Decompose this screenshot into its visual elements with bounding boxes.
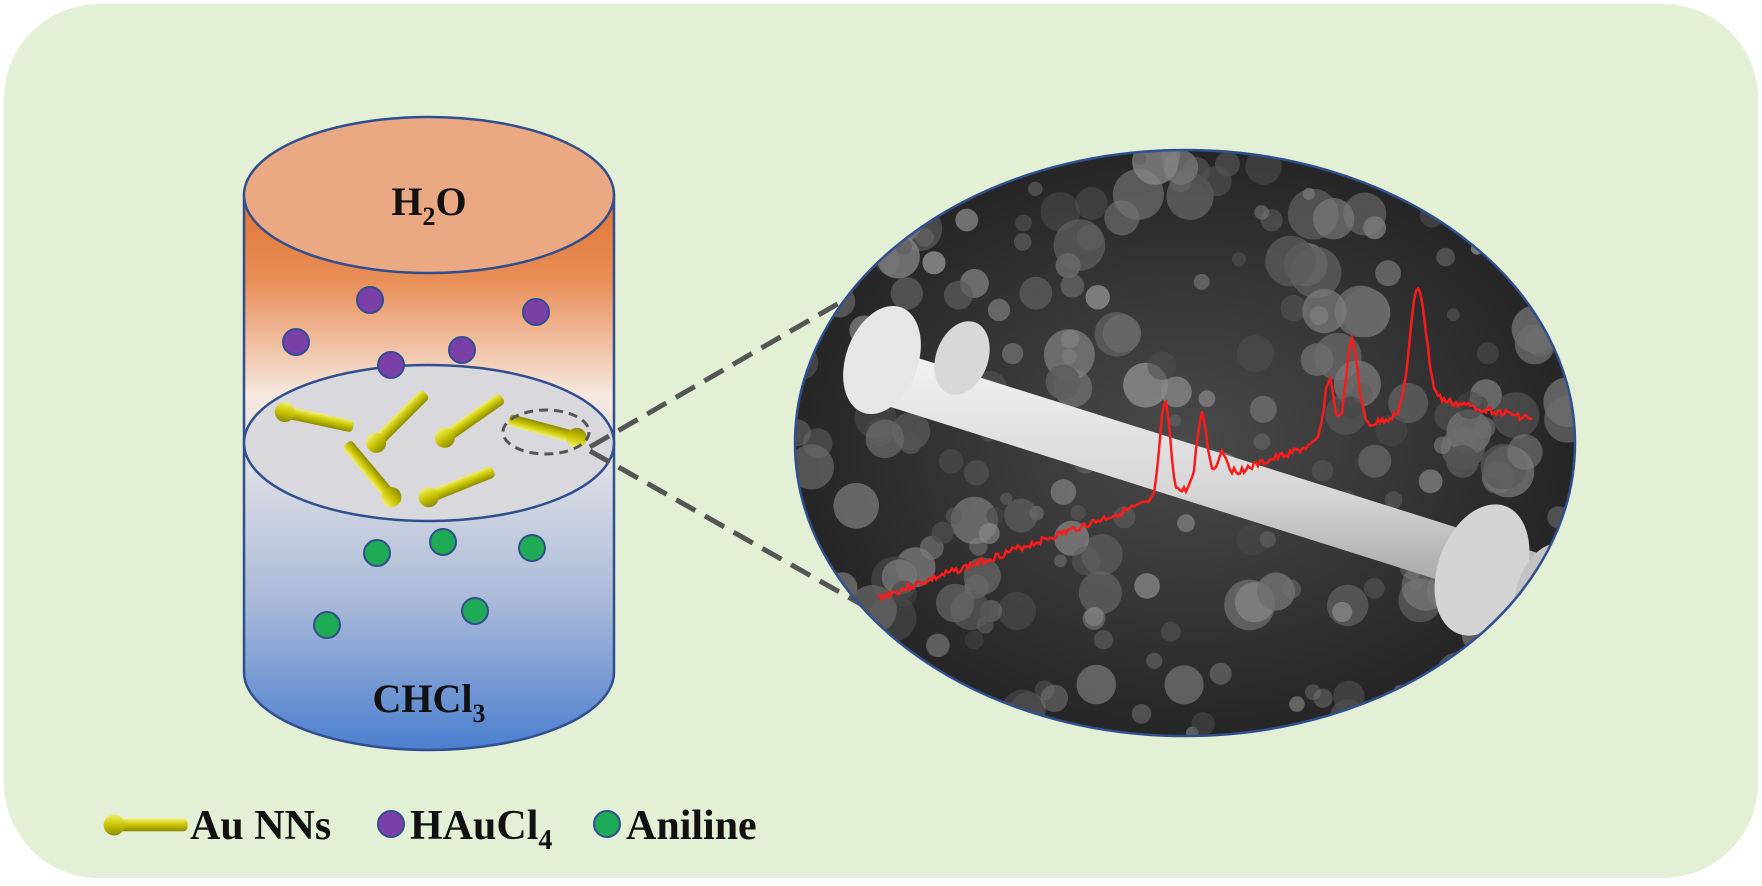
legend-label-aniline: Aniline <box>626 803 757 849</box>
zoom-line-upper <box>588 295 850 450</box>
zoom-line-lower <box>588 448 868 610</box>
haucl4-dot-icon <box>356 286 384 314</box>
aniline-dot-icon <box>313 611 341 639</box>
haucl4-particles <box>282 286 550 379</box>
zoom-selection-ellipse <box>501 408 591 456</box>
legend: Au NNs HAuCl4 Aniline <box>103 803 757 856</box>
chloroform-label: CHCl3 <box>373 676 486 728</box>
aniline-dot-icon <box>461 597 489 625</box>
haucl4-dot-icon <box>377 351 405 379</box>
water-surface <box>242 115 616 275</box>
haucl4-dot-icon <box>522 298 550 326</box>
aniline-dot-icon <box>363 539 391 567</box>
haucl4-dot-icon <box>377 810 405 838</box>
liquid-interface <box>242 363 616 523</box>
aniline-dot-icon <box>429 528 457 556</box>
aniline-dot-icon <box>593 810 621 838</box>
legend-item-aniline: Aniline <box>593 803 757 849</box>
haucl4-dot-icon <box>448 336 476 364</box>
aniline-particles <box>313 528 546 639</box>
haucl4-dot-icon <box>282 328 310 356</box>
water-label: H2O <box>391 179 466 231</box>
legend-label-au-nns: Au NNs <box>190 803 331 849</box>
aniline-dot-icon <box>518 534 546 562</box>
raman-spectrum-trace <box>877 286 1533 603</box>
legend-label-haucl4: HAuCl4 <box>410 803 552 856</box>
legend-item-au-nns: Au NNs <box>103 803 331 849</box>
biphasic-cylinder <box>242 115 616 752</box>
legend-item-haucl4: HAuCl4 <box>377 803 552 856</box>
